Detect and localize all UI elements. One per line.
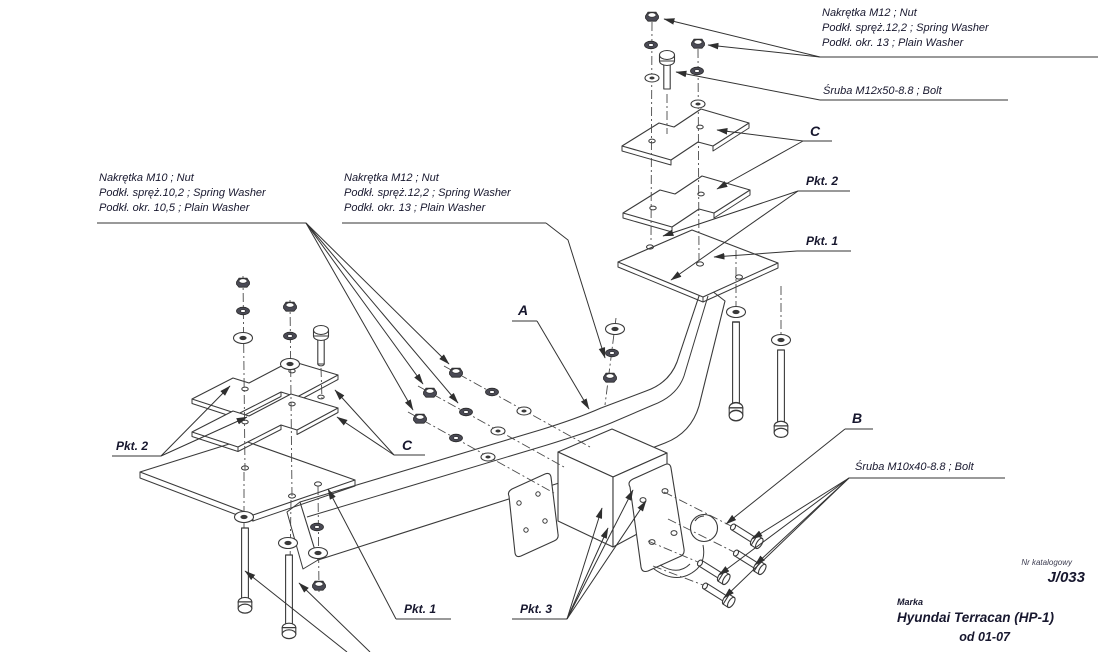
callout-m10-left: Nakrętka M10 ; Nut Podkł. spręż.10,2 ; S… (99, 171, 266, 216)
callout-m12-center: Nakrętka M12 ; Nut Podkł. spręż.12,2 ; S… (344, 171, 511, 216)
part-line: Podkł. okr. 13 ; Plain Washer (822, 37, 964, 49)
centerlines (242, 21, 782, 633)
vehicle-model: Hyundai Terracan (HP-1) (897, 610, 1055, 625)
catalog-number-label: Nr katalogowy (1021, 558, 1072, 567)
left-z-plates (191, 360, 339, 453)
ball-mount (628, 463, 719, 578)
date-range: od 01-07 (959, 630, 1010, 644)
part-line: Podkł. spręż.12,2 ; Spring Washer (344, 187, 511, 199)
part-line: Podkł. okr. 13 ; Plain Washer (344, 202, 486, 214)
ref-label-c-right: C (810, 123, 821, 139)
ref-label-b: B (852, 410, 863, 426)
catalog-number: J/033 (1047, 569, 1085, 586)
tow-ball (689, 513, 719, 543)
callout-bolt-m10: Śruba M10x40-8.8 ; Bolt (855, 461, 974, 473)
callout-bolt-m12: Śruba M12x50-8.8 ; Bolt (823, 85, 942, 97)
right-wing-plate (617, 229, 779, 303)
part-line: Podkł. okr. 10,5 ; Plain Washer (99, 202, 250, 214)
part-line: Podkł. spręż.10,2 ; Spring Washer (99, 187, 266, 199)
callout-pkt1-left: Pkt. 1 (404, 602, 437, 616)
fasteners-beam-stack (603, 322, 626, 383)
ref-label-a: A (518, 302, 529, 318)
part-line: Podkł. spręż.12,2 ; Spring Washer (822, 22, 989, 34)
callout-pkt3: Pkt. 3 (520, 602, 553, 616)
callout-pkt2-left: Pkt. 2 (116, 439, 149, 453)
ref-label-c-left: C (402, 437, 413, 453)
part-line: Nakrętka M10 ; Nut (99, 172, 194, 184)
part-line: Nakrętka M12 ; Nut (822, 7, 917, 19)
callout-m12-top: Nakrętka M12 ; Nut Podkł. spręż.12,2 ; S… (822, 6, 989, 51)
callout-pkt2-right: Pkt. 2 (806, 174, 839, 188)
hitch-pin-flange (507, 472, 559, 558)
brand-label: Marka (897, 597, 924, 607)
part-line: Nakrętka M12 ; Nut (344, 172, 439, 184)
callout-pkt1-right: Pkt. 1 (806, 234, 839, 248)
leader-lines (97, 18, 1098, 652)
